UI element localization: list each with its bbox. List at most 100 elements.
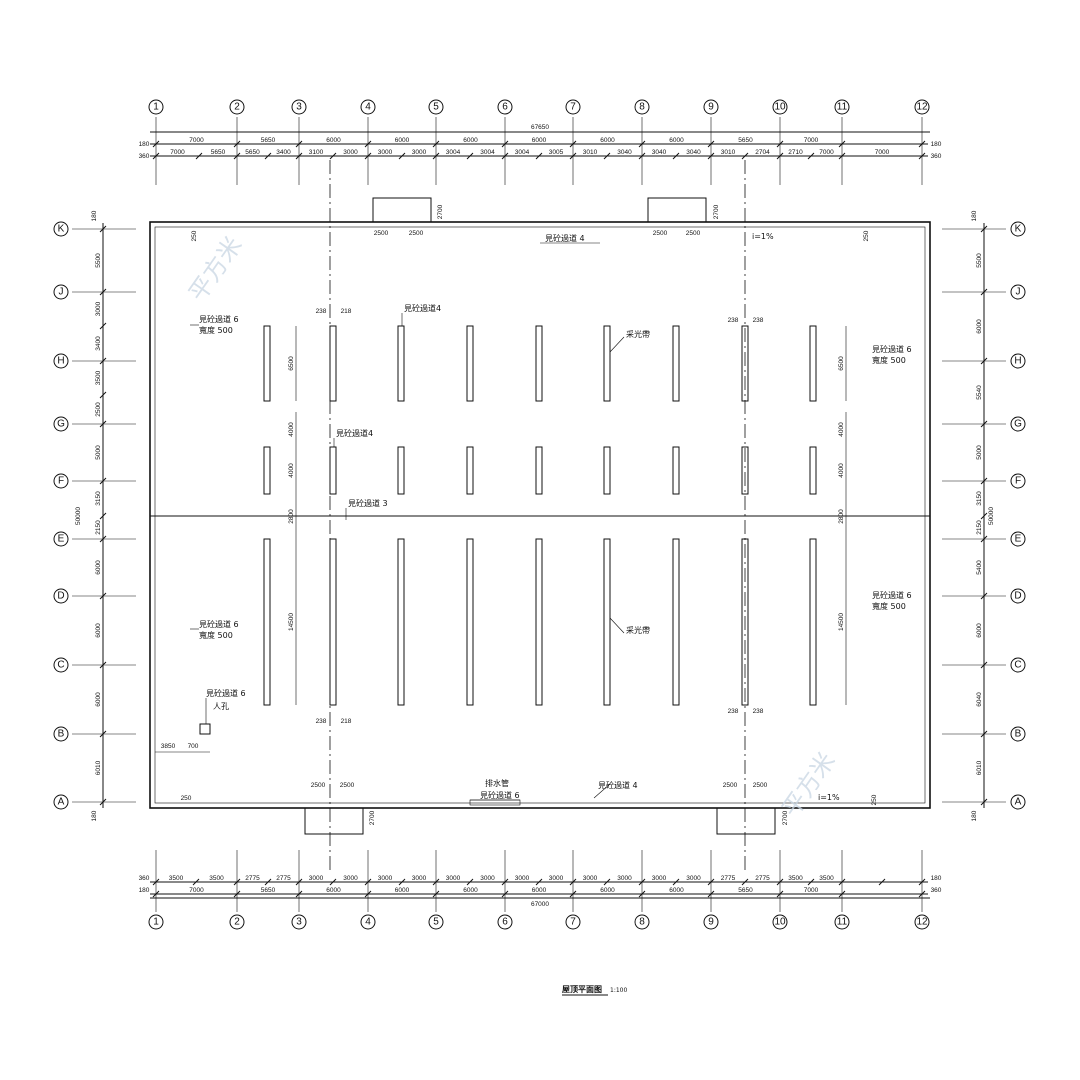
axis-bubble-top bbox=[428, 99, 444, 115]
skylight-strip-lower bbox=[672, 538, 680, 706]
slope-label-bottom: i=1% bbox=[818, 793, 840, 802]
manhole-dim-2: 700 bbox=[188, 743, 199, 750]
dim-top-2-tick bbox=[233, 152, 241, 160]
skylight-strip-lower bbox=[397, 538, 405, 706]
dim-bottom-2-label: 6000 bbox=[669, 887, 684, 894]
axis-label-bottom: 12 bbox=[916, 917, 928, 928]
dim-top-1-label: 6000 bbox=[600, 137, 615, 144]
skylight-strips bbox=[263, 325, 817, 706]
axis-bubble-left bbox=[53, 284, 69, 300]
axis-label-top: 4 bbox=[365, 102, 371, 113]
axis-bubble-right bbox=[1010, 588, 1026, 604]
axis-label-bottom: 1 bbox=[153, 917, 159, 928]
label-concrete-4b: 見砼過道4 bbox=[336, 428, 373, 438]
offset-label: 238 bbox=[316, 308, 327, 315]
axis-label-left: D bbox=[57, 591, 64, 602]
dim-bottom-1-label: 3000 bbox=[480, 875, 495, 882]
label-concrete-top: 見砼過道 4 bbox=[545, 233, 585, 243]
dim-bottom-2-tick bbox=[918, 890, 926, 898]
axis-bubble-top bbox=[703, 99, 719, 115]
dim-bottom-2-tick bbox=[776, 890, 784, 898]
dim-top-2-tick bbox=[152, 152, 160, 160]
axis-label-left: F bbox=[58, 476, 64, 487]
label-width-500-mr: 寬度 500 bbox=[872, 601, 906, 611]
dim-top-1-tick bbox=[707, 140, 715, 148]
axis-label-bottom: 8 bbox=[639, 917, 645, 928]
dim-bottom-2-tick bbox=[233, 890, 241, 898]
dim-right-label: 5540 bbox=[976, 385, 983, 400]
dim-bottom-1-tick bbox=[466, 878, 474, 886]
offset-label: 238 bbox=[728, 708, 739, 715]
dim-right-label: 5000 bbox=[976, 445, 983, 460]
axis-label-bottom: 4 bbox=[365, 917, 371, 928]
roof-box-bottom-left bbox=[304, 807, 364, 835]
dim-bottom-1-tick bbox=[398, 878, 406, 886]
skylight-strip-upper bbox=[466, 325, 474, 402]
dim-bottom-1-label: 3500 bbox=[819, 875, 834, 882]
axis-bubble-left bbox=[53, 531, 69, 547]
dim-right-tick bbox=[980, 798, 988, 806]
dim-top-2-label: 5650 bbox=[211, 149, 226, 156]
box-dim-top: 2500 bbox=[653, 230, 668, 237]
skylight-strip-upper bbox=[603, 325, 611, 402]
box-height-3: 2700 bbox=[369, 810, 376, 825]
axis-bubble-bottom bbox=[497, 914, 513, 930]
dim-right-tick bbox=[980, 420, 988, 428]
inner-dim-label: 4000 bbox=[838, 463, 845, 478]
dim-right-tick bbox=[980, 592, 988, 600]
dim-top-1-tick bbox=[569, 140, 577, 148]
dim-bottom-2-label: 5650 bbox=[738, 887, 753, 894]
dim-top-2-label: 5650 bbox=[245, 149, 260, 156]
axis-bubble-bottom bbox=[428, 914, 444, 930]
dim-left-label: 6000 bbox=[95, 692, 102, 707]
box-dim-bottom: 2500 bbox=[723, 782, 738, 789]
dim-bottom-1-tick bbox=[432, 878, 440, 886]
dim-bottom-1-tick bbox=[776, 878, 784, 886]
dim-left-tick bbox=[99, 357, 107, 365]
dim-bottom-2-tick bbox=[364, 890, 372, 898]
axis-bubble-right bbox=[1010, 221, 1026, 237]
skylight-strip-middle bbox=[263, 446, 271, 495]
dim-top-2-tick bbox=[569, 152, 577, 160]
dim-bottom-2-tick bbox=[707, 890, 715, 898]
dim-bottom-1-label: 2775 bbox=[245, 875, 260, 882]
dim-left-tick bbox=[99, 798, 107, 806]
dim-bottom-1-label: 3500 bbox=[169, 875, 184, 882]
edge-left-top: 180 bbox=[91, 210, 98, 221]
dim-bottom-2-tick bbox=[501, 890, 509, 898]
inner-dim-label: 6500 bbox=[288, 356, 295, 371]
skylight-strip-upper bbox=[329, 325, 337, 402]
dim-top-1-label: 7000 bbox=[804, 137, 819, 144]
axis-label-left: A bbox=[58, 797, 65, 808]
dim-bottom-1-label: 3000 bbox=[446, 875, 461, 882]
axis-bubble-top bbox=[229, 99, 245, 115]
dim-bottom-2-label: 7000 bbox=[189, 887, 204, 894]
offset-label: 218 bbox=[341, 308, 352, 315]
axis-bubble-right bbox=[1010, 284, 1026, 300]
skylight-strip-lower bbox=[535, 538, 543, 706]
axis-label-right: D bbox=[1014, 591, 1021, 602]
dim-bottom-1-tick bbox=[878, 878, 886, 886]
box-dim-top: 2500 bbox=[374, 230, 389, 237]
edge-top-4: 360 bbox=[931, 153, 942, 160]
dim-top-2-label: 3040 bbox=[652, 149, 667, 156]
axis-label-left: G bbox=[57, 419, 65, 430]
edge-bottom-1: 360 bbox=[139, 875, 150, 882]
dim-bottom-1-label: 3000 bbox=[652, 875, 667, 882]
dim-top-2-label: 3000 bbox=[378, 149, 393, 156]
axis-bubble-left bbox=[53, 416, 69, 432]
dim-top-1-label: 6000 bbox=[669, 137, 684, 144]
dim-top-1-label: 5650 bbox=[261, 137, 276, 144]
dim-bottom-1-tick bbox=[741, 878, 749, 886]
skylight-strip-middle bbox=[741, 446, 749, 495]
label-gutter: 排水管 bbox=[485, 778, 509, 788]
skylight-strip-middle bbox=[466, 446, 474, 495]
offset-250-b: 250 bbox=[191, 230, 198, 241]
dim-top-2-label: 3004 bbox=[446, 149, 461, 156]
offset-label: 218 bbox=[341, 718, 352, 725]
offset-250-a: 250 bbox=[181, 795, 192, 802]
roof-box-top-right bbox=[647, 197, 707, 223]
offset-label: 238 bbox=[728, 317, 739, 324]
axis-label-right: G bbox=[1014, 419, 1022, 430]
axis-label-bottom: 10 bbox=[774, 917, 786, 928]
